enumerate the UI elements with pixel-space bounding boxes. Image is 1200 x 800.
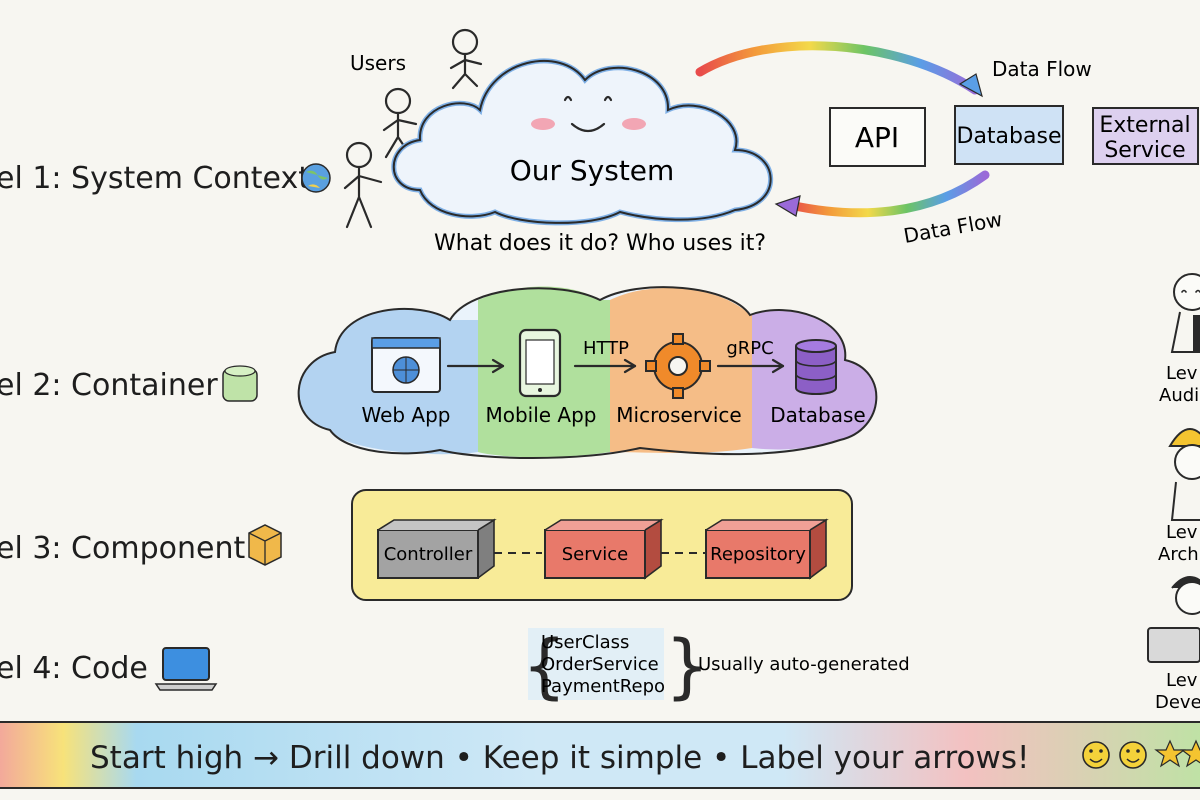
database-cylinder-icon: [795, 339, 837, 395]
system-name: Our System: [510, 154, 675, 187]
level-4-label: el 4: Code: [0, 651, 148, 686]
our-system-cloud: [391, 58, 774, 226]
code-classes-group: { } UserClass OrderService PaymentRepo: [522, 625, 710, 707]
users-label: Users: [350, 51, 406, 75]
service-label: Service: [562, 544, 629, 565]
controller-box: Controller: [377, 518, 497, 579]
smiley-icon: [1082, 741, 1110, 769]
developer-laptop-figure: [1147, 576, 1200, 663]
web-app-icon: [371, 337, 441, 393]
data-flow-arrow-in: [774, 170, 990, 218]
user-stick-figure: [343, 141, 383, 229]
star-icon: [1180, 739, 1200, 768]
repository-box: Repository: [705, 518, 829, 580]
class-name: PaymentRepo: [541, 676, 665, 697]
class-name: UserClass: [541, 632, 629, 653]
architect-hardhat-figure: [1168, 428, 1200, 521]
external-box-label-line1: External: [1099, 113, 1190, 138]
microservice-label: Microservice: [616, 403, 741, 427]
mobile-app-icon: [518, 328, 562, 398]
http-label: HTTP: [583, 338, 629, 359]
web-app-label: Web App: [361, 403, 450, 427]
data-flow-arrow-out: [695, 41, 983, 98]
http-arrow-2: [573, 358, 637, 374]
external-box-label-line2: Service: [1104, 138, 1185, 163]
database-box: Database: [954, 105, 1064, 165]
repository-label: Repository: [710, 544, 806, 565]
smiley-icon: [1119, 741, 1147, 769]
laptop-icon: [154, 647, 218, 691]
audience-label: Arch: [1158, 544, 1199, 565]
left-brace: {: [522, 625, 567, 707]
auto-generated-note: Usually auto-generated: [698, 654, 910, 675]
level-2-label: el 2: Container: [0, 368, 218, 403]
audience-label: Audi: [1159, 385, 1199, 406]
database-box-label: Database: [957, 124, 1062, 149]
controller-label: Controller: [384, 544, 473, 565]
grpc-label: gRPC: [726, 338, 773, 359]
audience-label: Lev: [1166, 670, 1198, 691]
user-stick-figure: [449, 28, 483, 90]
star-icon: [1154, 739, 1186, 768]
level-3-label: el 3: Component: [0, 531, 245, 566]
microservice-gear-icon: [645, 333, 711, 399]
mobile-app-label: Mobile App: [485, 403, 596, 427]
level-1-label: el 1: System Context: [0, 161, 310, 196]
http-arrow-1: [446, 358, 505, 374]
service-box: Service: [544, 518, 664, 580]
database-container-label: Database: [770, 403, 865, 427]
component-cube-icon: [248, 524, 282, 566]
data-flow-label-bottom: Data Flow: [902, 207, 1004, 248]
external-service-box: External Service: [1092, 107, 1199, 165]
tips-banner: Start high → Drill down • Keep it simple…: [0, 721, 1200, 789]
audience-label: Deve: [1155, 692, 1200, 713]
auditor-figure: [1170, 273, 1200, 353]
tips-banner-text: Start high → Drill down • Keep it simple…: [90, 740, 1029, 776]
audience-label: Lev: [1166, 363, 1198, 384]
api-box-label: API: [855, 121, 899, 154]
class-name: OrderService: [541, 654, 659, 675]
globe-icon: [301, 163, 331, 193]
api-box: API: [829, 107, 926, 167]
container-box-icon: [222, 365, 258, 402]
audience-label: Lev: [1166, 522, 1198, 543]
right-brace: }: [665, 625, 710, 707]
grpc-arrow: [716, 358, 785, 374]
system-question: What does it do? Who uses it?: [434, 231, 766, 256]
cloud-face-icon: [531, 95, 646, 133]
data-flow-label-top: Data Flow: [992, 57, 1092, 81]
